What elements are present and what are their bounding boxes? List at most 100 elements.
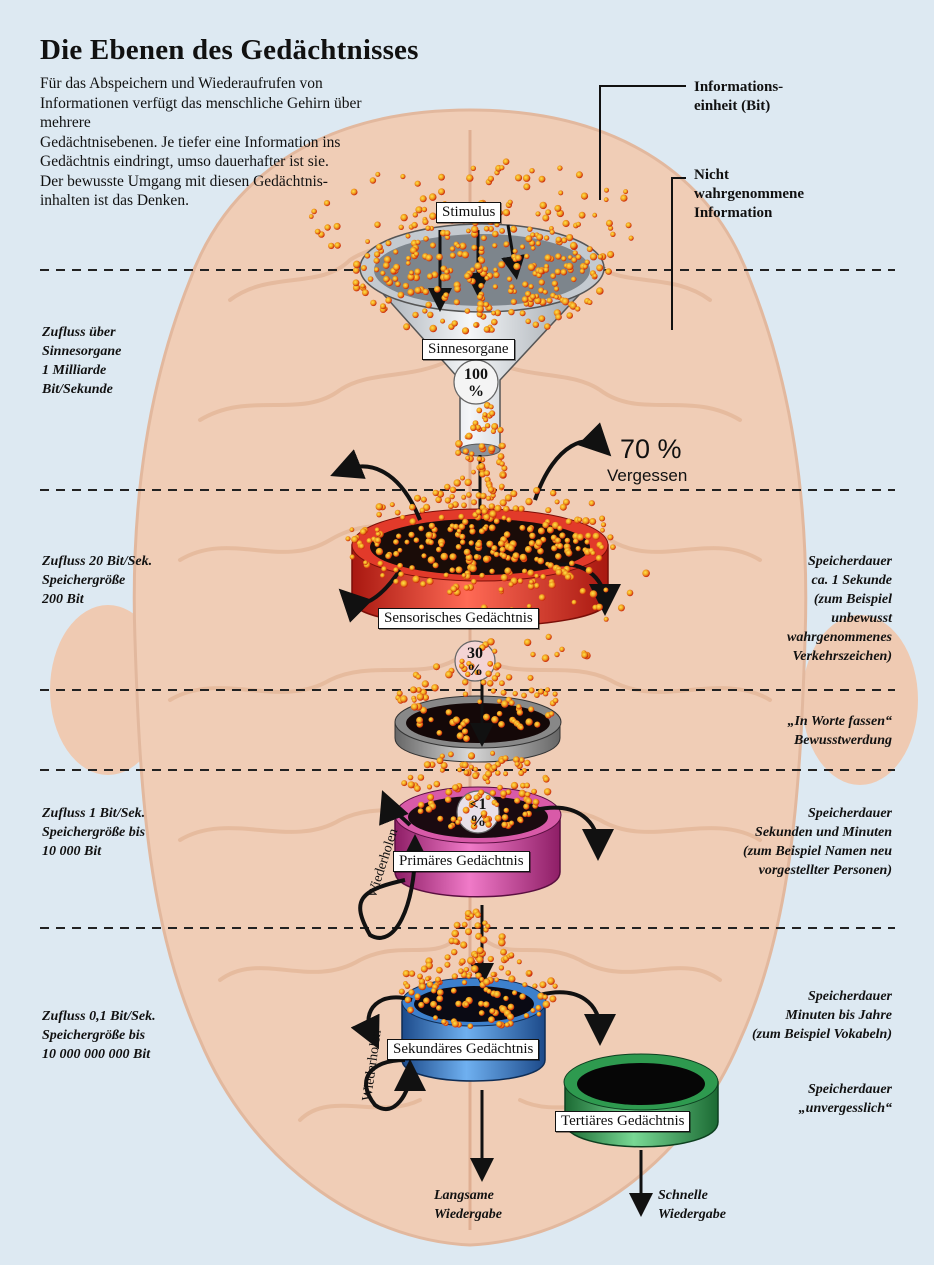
percent-sign: % — [467, 662, 483, 679]
bit-dot — [500, 689, 507, 696]
bit-dot — [585, 532, 592, 540]
bit-dot — [478, 245, 485, 252]
bit-dot — [425, 976, 430, 982]
bit-dot — [488, 524, 496, 532]
bit-dot — [566, 234, 574, 242]
bit-dot — [545, 209, 552, 216]
bit-dot — [538, 175, 546, 183]
bit-dot — [518, 818, 524, 824]
bit-dot — [543, 235, 550, 241]
bit-dot — [488, 1016, 495, 1023]
bit-dot — [420, 965, 428, 973]
bit-dot — [461, 327, 470, 335]
bit-dot — [589, 253, 598, 261]
bit-dot — [408, 989, 415, 996]
bit-dot — [483, 978, 491, 986]
bit-dot — [476, 305, 484, 313]
bit-dot — [502, 755, 509, 762]
bit-dot — [471, 578, 477, 585]
bit-dot — [490, 428, 496, 434]
bit-dot — [323, 200, 331, 207]
bit-dot — [628, 235, 634, 241]
bit-dot — [543, 267, 549, 273]
bit-dot — [443, 292, 449, 298]
bit-dot — [477, 293, 484, 301]
bit-dot — [450, 987, 457, 994]
bit-dot — [366, 538, 373, 544]
bit-dot — [577, 517, 583, 523]
bit-dot — [463, 718, 470, 724]
bit-dot — [478, 462, 486, 470]
bit-dot — [459, 663, 465, 669]
bit-dot — [596, 264, 604, 272]
bit-dot — [433, 780, 441, 788]
bit-dot — [551, 280, 558, 287]
bit-dot — [548, 711, 555, 717]
bit-dot — [398, 988, 405, 995]
bit-dot — [484, 423, 491, 429]
bit-dot — [586, 246, 593, 253]
bit-dot — [496, 698, 502, 704]
bit-dot — [464, 478, 472, 487]
bit-dot — [374, 221, 381, 228]
bit-dot — [519, 310, 526, 317]
bit-dot — [483, 1001, 490, 1008]
bit-dot — [487, 638, 495, 646]
bit-dot — [498, 483, 505, 490]
bit-dot — [408, 970, 416, 977]
bit-dot — [514, 797, 521, 804]
bit-dot — [533, 487, 541, 494]
bit-dot — [623, 189, 629, 195]
forget-percent: 70 % — [620, 434, 682, 464]
bit-dot — [563, 498, 570, 506]
bit-dot — [524, 782, 530, 789]
bit-dot — [483, 225, 490, 232]
bit-dot — [444, 269, 450, 275]
label-line: Sekunden und Minuten — [755, 825, 892, 840]
bit-dot — [415, 239, 421, 245]
label-line: Speichergröße — [42, 573, 126, 588]
bit-dot — [436, 253, 443, 261]
bit-dot — [481, 235, 487, 242]
bit-dot — [409, 565, 415, 571]
bit-dot — [439, 753, 445, 759]
bit-dot — [499, 546, 506, 553]
bit-dot — [486, 680, 494, 687]
bit-dot — [520, 782, 526, 789]
bit-dot — [360, 283, 366, 289]
bit-dot — [527, 674, 534, 681]
bit-dot — [557, 543, 564, 550]
bit-dot — [564, 573, 572, 581]
bit-dot — [428, 522, 436, 530]
bit-dot — [603, 587, 609, 593]
bit-dot — [457, 250, 464, 257]
bit-dot — [385, 297, 392, 304]
bit-dot — [444, 796, 452, 803]
forget-label: Vergessen — [607, 466, 688, 485]
bit-dot — [527, 569, 535, 577]
bit-dot — [451, 948, 458, 956]
bit-dot — [409, 270, 414, 276]
bit-dot — [475, 541, 483, 549]
bit-dot — [501, 553, 508, 560]
bit-dot — [512, 505, 519, 512]
bit-dot — [464, 308, 471, 314]
bit-dot — [499, 442, 506, 450]
bit-dot — [527, 263, 536, 271]
bit-dot — [490, 750, 496, 756]
intro-text: Für das Abspeichern und Wiederaufrufen v… — [40, 74, 440, 211]
bit-dot — [528, 687, 535, 694]
bit-dot — [542, 1000, 551, 1009]
bit-dot — [516, 704, 522, 710]
bit-dot — [534, 692, 540, 698]
bit-dot — [541, 654, 550, 662]
bit-dot — [542, 691, 549, 697]
bit-dot — [432, 489, 439, 497]
bit-dot — [538, 594, 546, 601]
bit-dot — [473, 953, 479, 959]
bit-dot — [478, 282, 485, 289]
bit-dot — [569, 302, 577, 310]
bit-dot — [459, 658, 465, 664]
bit-dot — [493, 271, 500, 279]
label-line: „In Worte fassen“ — [787, 714, 892, 729]
